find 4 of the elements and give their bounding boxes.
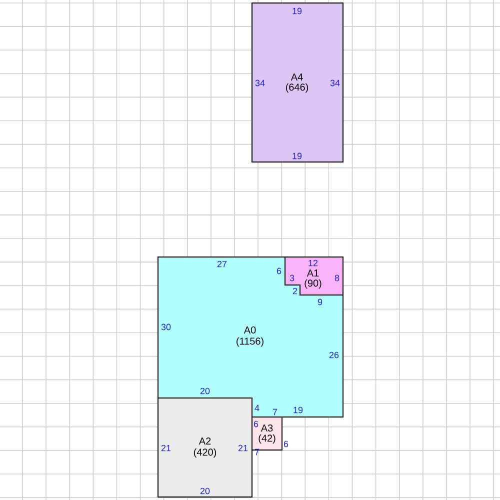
node-label: 7 <box>272 408 278 416</box>
node-label: 6 <box>284 440 288 448</box>
node-label: 6 <box>276 268 282 274</box>
node-label: 9 <box>318 298 322 306</box>
